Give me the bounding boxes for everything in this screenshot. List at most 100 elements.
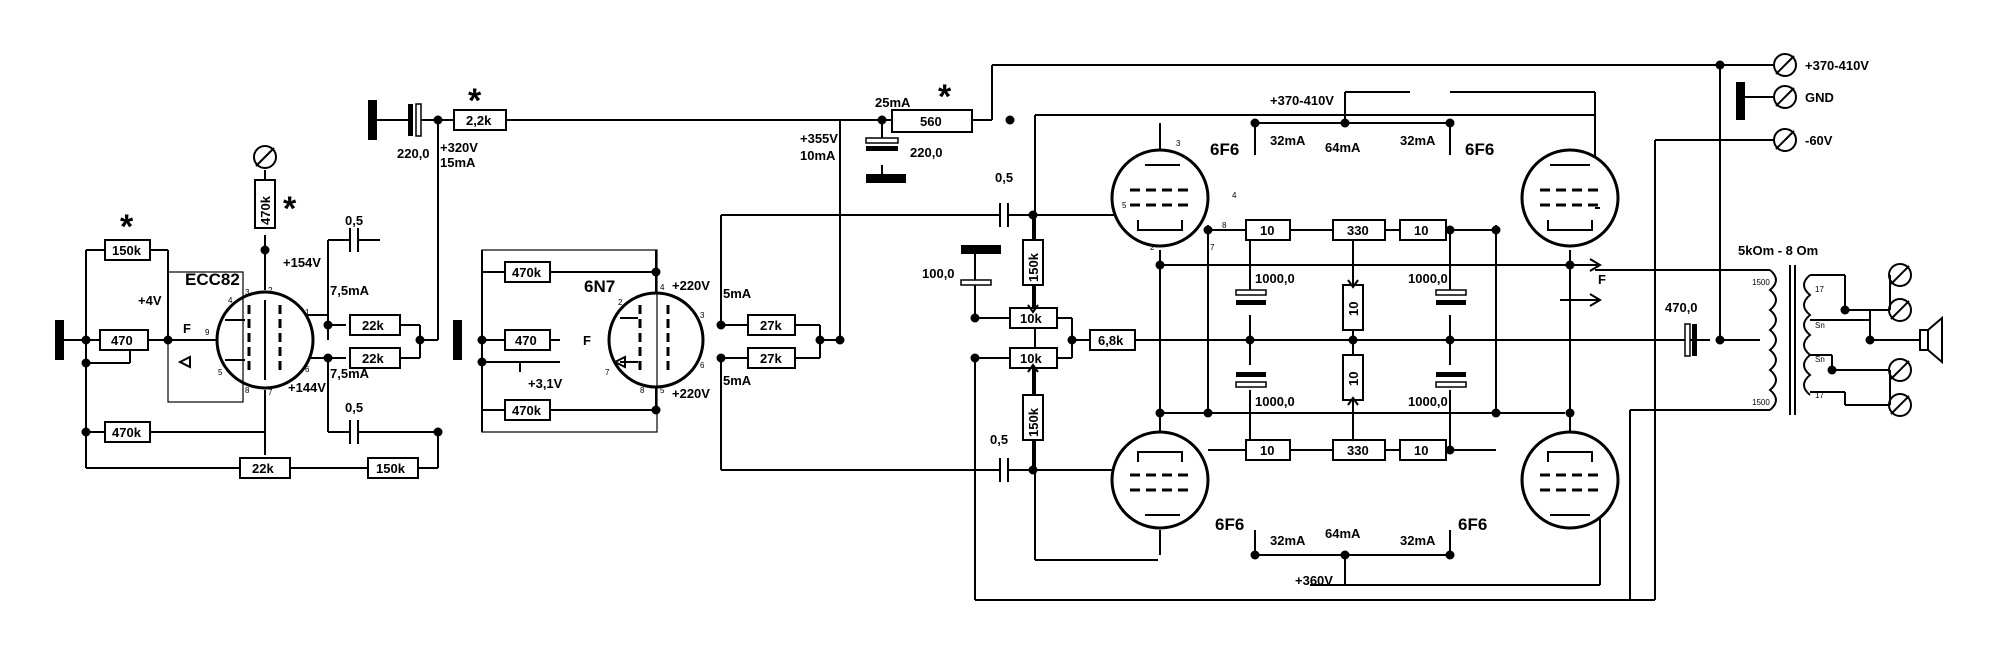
terminal-label-supply: +370-410V <box>1805 58 1869 73</box>
pin-ecc-1: 2 <box>268 286 273 295</box>
voltage-pi-bottom: +220V <box>672 386 710 401</box>
transformer-label: 5kOm - 8 Om <box>1738 243 1818 258</box>
capacitor-220-a: 220,0 <box>397 146 430 161</box>
capacitor-100: 100,0 <box>922 266 955 281</box>
marker-star-4: * <box>938 78 952 116</box>
pin-f6-4: 8 <box>1222 221 1227 230</box>
voltage-pi-cathode: +3,1V <box>528 376 563 391</box>
arrows <box>177 207 1602 406</box>
marker-star-1: * <box>120 208 134 246</box>
pin-n7-4: 8 <box>640 386 645 395</box>
pin-f6-0: 3 <box>1176 139 1181 148</box>
resistor-470-pi: 470 <box>515 333 537 348</box>
ground-bars <box>55 82 1745 360</box>
tube-6f6-top-right: 6F6 <box>1465 140 1620 248</box>
pin-f6-3: 2 <box>1150 243 1155 252</box>
resistor-470k-pi-bottom: 470k <box>512 403 542 418</box>
resistor-27k-a: 27k <box>760 318 782 333</box>
resistor-470k-pi-top: 470k <box>512 265 542 280</box>
marker-f-pi: F <box>583 333 591 348</box>
resistor-560: 560 <box>920 114 942 129</box>
resistor-22k-b: 22k <box>362 351 384 366</box>
transformer-tap-1: 17 <box>1815 285 1824 294</box>
terminal-label-gnd: GND <box>1805 90 1834 105</box>
pin-ecc-8: 6 <box>305 365 310 374</box>
resistor-330-bottom: 330 <box>1347 443 1369 458</box>
voltage-grid-driver: +4V <box>138 293 162 308</box>
resistor-27k-b: 27k <box>760 351 782 366</box>
resistor-10-top-right: 10 <box>1414 223 1428 238</box>
capacitor-1000-tl: 1000,0 <box>1255 271 1295 286</box>
pin-n7-6: 6 <box>700 361 705 370</box>
capacitor-0-5-top: 0,5 <box>345 213 363 228</box>
resistor-10-bottom-right: 10 <box>1414 443 1428 458</box>
tube-6n7: 6N7 <box>481 249 705 433</box>
transformer-tap-4: 17 <box>1815 391 1824 400</box>
pin-n7-0: 3 <box>700 311 705 320</box>
voltage-output-top: +370-410V <box>1270 93 1334 108</box>
current-10: 10mA <box>800 148 836 163</box>
pin-f6-5: 7 <box>1210 243 1215 252</box>
capacitor-0-5-bottom: 0,5 <box>345 400 363 415</box>
current-plate-1: 7,5mA <box>330 283 370 298</box>
capacitor-1000-tr: 1000,0 <box>1408 271 1448 286</box>
marker-f-output: F <box>1598 272 1606 287</box>
resistor-10-top-left: 10 <box>1260 223 1274 238</box>
voltage-plate-2: +144V <box>288 380 326 395</box>
voltage-320: +320V <box>440 140 478 155</box>
tube-label-6f6-bl: 6F6 <box>1215 515 1244 534</box>
tube-ecc82: ECC82 <box>167 270 315 403</box>
capacitor-220-b: 220,0 <box>910 145 943 160</box>
pin-ecc-4: 9 <box>205 328 210 337</box>
tube-label-6f6-tl: 6F6 <box>1210 140 1239 159</box>
tube-label-6f6-br: 6F6 <box>1458 515 1487 534</box>
resistor-2-2k: 2,2k <box>466 113 492 128</box>
wiring <box>60 64 1920 601</box>
pin-ecc-5: 5 <box>218 368 223 377</box>
current-32-tr: 32mA <box>1400 133 1436 148</box>
resistor-10-vertical-2: 10 <box>1346 372 1361 386</box>
marker-star-2: * <box>283 190 297 228</box>
tube-6f6-top-left: 6F6 <box>1110 140 1239 248</box>
resistor-150k-top: 150k <box>112 243 142 258</box>
pin-ecc-3: 4 <box>228 296 233 305</box>
current-64-top: 64mA <box>1325 140 1361 155</box>
resistor-6-8k: 6,8k <box>1098 333 1124 348</box>
pin-n7-3: 4 <box>660 283 665 292</box>
current-15: 15mA <box>440 155 476 170</box>
resistor-150k-grid-2: 150k <box>1026 407 1041 437</box>
current-pi-bottom: 5mA <box>723 373 752 388</box>
transformer-tap-0: 1500 <box>1752 278 1770 287</box>
capacitor-0-5-grid-top: 0,5 <box>995 170 1013 185</box>
terminal-label-bias: -60V <box>1805 133 1833 148</box>
annotations: +4V +154V +144V +320V +220V +220V +3,1V … <box>120 78 1606 588</box>
resistor-10k-b: 10k <box>1020 351 1042 366</box>
transformer-tap-3: Sn <box>1815 355 1825 364</box>
voltage-plate-1: +154V <box>283 255 321 270</box>
resistor-470k-bottom: 470k <box>112 425 142 440</box>
current-32-br: 32mA <box>1400 533 1436 548</box>
resistor-470k-plate: 470k <box>258 195 273 225</box>
marker-f-driver: F <box>183 321 191 336</box>
transformer-tap-2: Sn <box>1815 321 1825 330</box>
voltage-output-bottom: +360V <box>1295 573 1333 588</box>
terminals: +370-410V GND -60V <box>253 53 1943 417</box>
voltage-355: +355V <box>800 131 838 146</box>
resistor-10-vertical-1: 10 <box>1346 302 1361 316</box>
tube-label-6f6-tr: 6F6 <box>1465 140 1494 159</box>
output-transformer: 1500 17 Sn Sn 17 1500 5kOm - 8 Om <box>1738 243 1825 415</box>
current-plate-2: 7,5mA <box>330 366 370 381</box>
pin-n7-5: 7 <box>605 368 610 377</box>
capacitor-470: 470,0 <box>1665 300 1698 315</box>
transformer-tap-5: 1500 <box>1752 398 1770 407</box>
pin-ecc-6: 8 <box>245 386 250 395</box>
pin-n7-1: 2 <box>618 298 623 307</box>
marker-star-3: * <box>468 82 482 120</box>
pin-numbers: 3 2 1 4 9 5 8 7 6 3 2 5 4 8 7 6 3 4 5 2 … <box>205 139 1237 397</box>
voltage-pi-top: +220V <box>672 278 710 293</box>
resistor-470-input: 470 <box>111 333 133 348</box>
pin-f6-2: 5 <box>1122 201 1127 210</box>
pin-f6-1: 4 <box>1232 191 1237 200</box>
